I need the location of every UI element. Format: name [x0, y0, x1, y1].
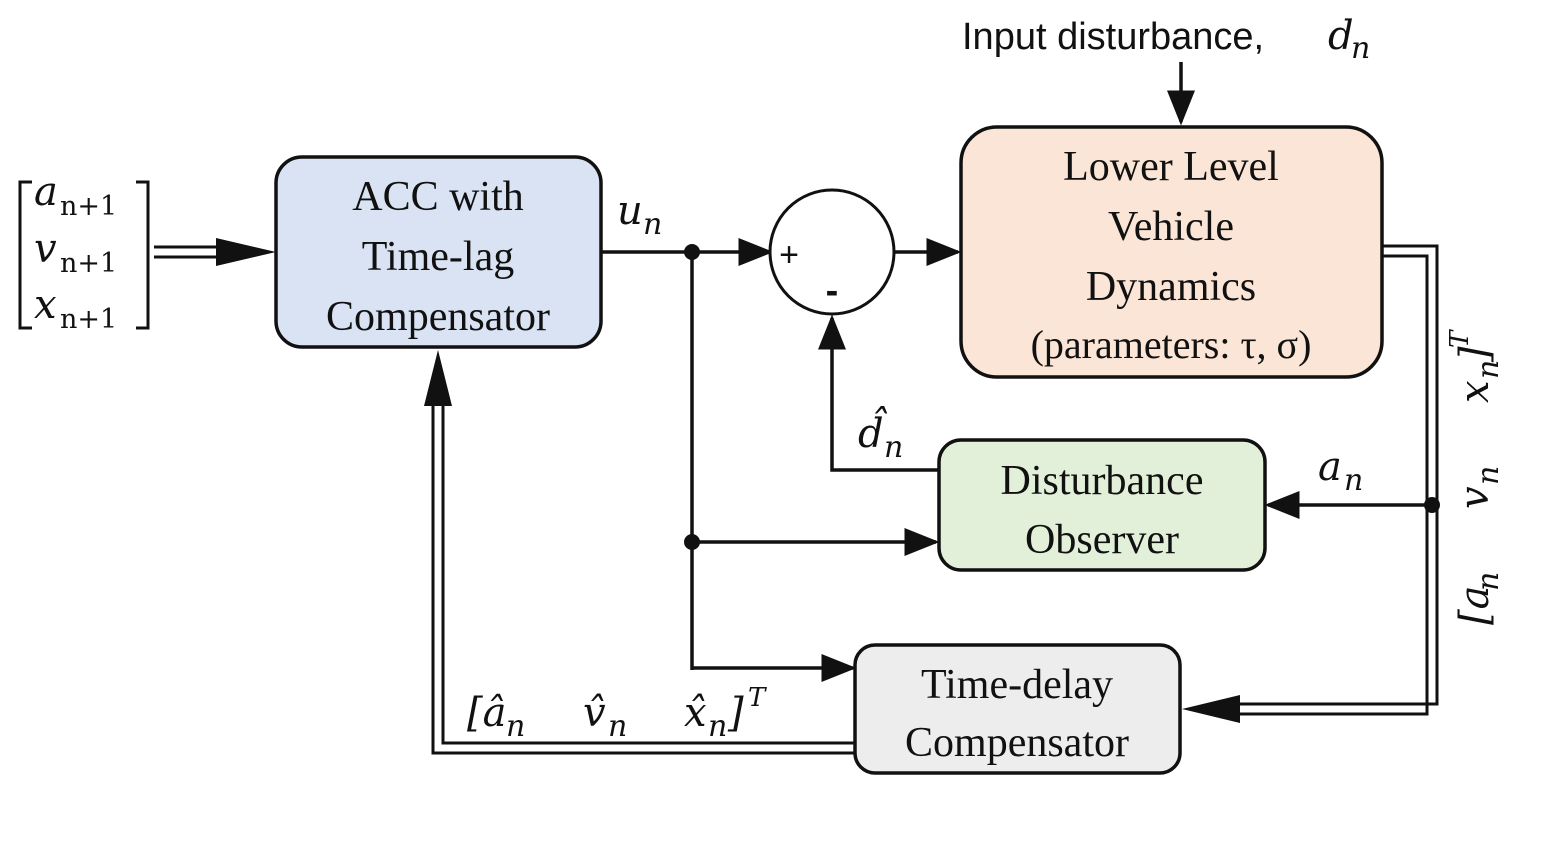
plant-line-2: Vehicle	[1108, 204, 1234, 250]
acc-line-3: Compensator	[326, 294, 550, 340]
state-vector-label: [a n v n x n ] T	[1445, 329, 1506, 625]
delay-line-2: Compensator	[905, 720, 1129, 766]
state-vector-x: x	[1452, 380, 1498, 403]
input-double-arrow	[154, 238, 276, 266]
observer-line-2: Observer	[1025, 517, 1179, 563]
estimate-vector-a: [â	[467, 690, 506, 736]
input-disturbance-text: Input disturbance,	[962, 16, 1264, 58]
plant-line-4: (parameters: τ, σ)	[1031, 322, 1312, 367]
state-vector-v: v	[1452, 486, 1498, 509]
observer-block: Disturbance Observer	[937, 438, 1267, 572]
estimate-vector-v-sub: n	[608, 709, 627, 744]
input-vector-a: a	[34, 169, 58, 215]
input-vector: a n+1 v n+1 x n+1	[18, 169, 150, 335]
sum-minus-sign: -	[826, 270, 839, 312]
state-vector-x-sub: n	[1471, 360, 1506, 379]
disturbance-estimate-subscript: n	[884, 430, 903, 465]
state-vector-v-sub: n	[1471, 466, 1506, 485]
control-signal-subscript: n	[643, 207, 662, 242]
state-vector-a-sub: n	[1471, 572, 1506, 591]
delay-line-1: Time-delay	[921, 662, 1113, 708]
input-vector-right-bracket	[136, 180, 150, 330]
delay-block: Time-delay Compensator	[853, 643, 1182, 775]
acc-block: ACC with Time-lag Compensator	[274, 155, 603, 349]
input-disturbance-subscript: n	[1351, 31, 1370, 66]
input-vector-v-sub: n+1	[60, 248, 117, 279]
control-signal-label: u	[617, 188, 643, 234]
estimate-vector-x-sub: n	[708, 709, 727, 744]
input-vector-a-sub: n+1	[60, 191, 117, 222]
acc-line-1: ACC with	[352, 174, 524, 220]
state-output-double-line	[1182, 244, 1439, 723]
estimate-to-sum-arrow	[818, 314, 939, 472]
acceleration-label: a	[1318, 444, 1342, 490]
sum-plus-sign: +	[779, 236, 799, 274]
estimate-vector-transpose: T	[748, 683, 767, 713]
acc-line-2: Time-lag	[362, 234, 514, 280]
input-vector-v: v	[34, 226, 57, 272]
acceleration-subscript: n	[1344, 463, 1363, 498]
state-vector-close: ]	[1452, 346, 1498, 363]
input-vector-left-bracket	[18, 180, 32, 330]
input-vector-x: x	[34, 282, 57, 328]
estimate-feedback-double-line	[424, 350, 855, 755]
estimate-vector-a-sub: n	[506, 709, 525, 744]
plant-line-1: Lower Level	[1063, 144, 1279, 190]
observer-line-1: Disturbance	[1001, 458, 1204, 504]
estimate-vector-close: ]	[727, 690, 744, 736]
plant-line-3: Dynamics	[1086, 264, 1256, 310]
input-disturbance-label: Input disturbance, d n	[962, 13, 1370, 66]
estimate-vector-x: x̂	[684, 690, 707, 736]
disturbance-estimate-label: d̂	[858, 407, 888, 457]
input-disturbance-symbol: d	[1328, 13, 1354, 59]
state-vector-a: [a	[1452, 586, 1498, 625]
summing-junction: + -	[768, 188, 896, 316]
state-vector-transpose: T	[1445, 329, 1475, 348]
plant-block: Lower Level Vehicle Dynamics (parameters…	[959, 125, 1384, 379]
estimate-vector-label: [â n v̂ n x̂ n ] T	[467, 683, 767, 744]
estimate-vector-v: v̂	[583, 690, 606, 736]
input-vector-x-sub: n+1	[60, 304, 117, 335]
